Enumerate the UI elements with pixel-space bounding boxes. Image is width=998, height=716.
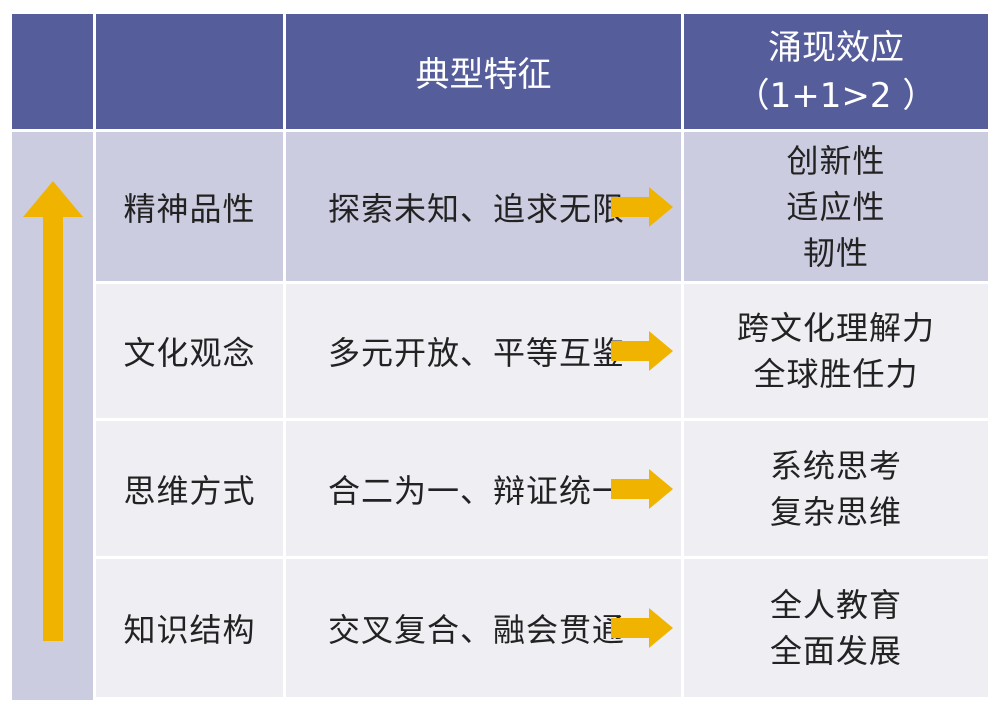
- header-features: 典型特征: [286, 14, 684, 132]
- right-arrow-icon: [611, 331, 673, 371]
- row-feature-text: 交叉复合、融会贯通: [328, 611, 626, 649]
- row-category: 文化观念: [96, 284, 286, 421]
- row-effects: 跨文化理解力 全球胜任力: [684, 284, 988, 421]
- row-feature-text: 合二为一、辩证统一: [328, 471, 626, 510]
- right-arrow-icon: [611, 608, 673, 648]
- effect-item: 韧性: [802, 233, 869, 272]
- header-effects-line2: （1+1>2 ）: [735, 75, 937, 116]
- emergence-table: 典型特征 涌现效应 （1+1>2 ） 精神品性 探索未知、追求无限 创新性 适应…: [12, 14, 988, 700]
- header-effects-line1: 涌现效应: [768, 27, 904, 68]
- side-arrow-column: [12, 132, 96, 700]
- right-arrow-icon: [611, 186, 673, 227]
- effect-item: 全人教育: [769, 586, 902, 624]
- effect-item: 全面发展: [769, 632, 902, 670]
- row-category: 知识结构: [96, 559, 286, 700]
- row-effects: 全人教育 全面发展: [684, 559, 988, 700]
- row-feature-text: 探索未知、追求无限: [328, 189, 626, 228]
- row-effects: 系统思考 复杂思维: [684, 421, 988, 559]
- effect-item: 适应性: [786, 187, 886, 226]
- row-category: 思维方式: [96, 421, 286, 559]
- effect-item: 复杂思维: [769, 492, 902, 531]
- effect-item: 创新性: [786, 141, 886, 180]
- right-arrow-icon: [611, 468, 673, 509]
- row-feature: 多元开放、平等互鉴: [286, 284, 684, 421]
- header-blank-cell: [96, 14, 286, 132]
- row-feature: 探索未知、追求无限: [286, 132, 684, 284]
- row-effects: 创新性 适应性 韧性: [684, 132, 988, 284]
- up-arrow-icon: [22, 181, 83, 641]
- effect-item: 系统思考: [769, 446, 902, 485]
- row-feature: 交叉复合、融会贯通: [286, 559, 684, 700]
- header-effects: 涌现效应 （1+1>2 ）: [684, 14, 988, 132]
- header-corner-cell: [12, 14, 96, 132]
- effect-item: 跨文化理解力: [736, 309, 935, 347]
- effect-item: 全球胜任力: [753, 355, 919, 393]
- row-feature: 合二为一、辩证统一: [286, 421, 684, 559]
- row-feature-text: 多元开放、平等互鉴: [328, 334, 626, 372]
- row-category: 精神品性: [96, 132, 286, 284]
